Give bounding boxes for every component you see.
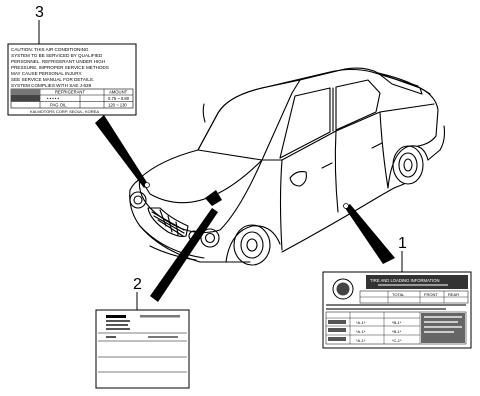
caution-line-2: SYSTEM TO BE SERVICED BY QUALIFIED: [11, 53, 103, 58]
label-1-title: TIRE AND LOADING INFORMATION: [370, 278, 440, 283]
caution-line-3: PERSONNEL. REFRIGERANT UNDER HIGH: [11, 59, 105, 64]
label-3-ac-caution: CAUTION: THIS AIR CONDITIONING SYSTEM TO…: [7, 43, 137, 116]
row-b-value: *A-1*: [356, 329, 366, 334]
pointer-1-dot: [343, 203, 349, 209]
label-3-table: REFRIGERANT AMOUNT 0.75 ~ 0.80 PAG OIL 1…: [10, 88, 134, 109]
caution-line-1: CAUTION: THIS AIR CONDITIONING: [11, 47, 89, 52]
front-wheel: [233, 224, 271, 266]
callout-2: 2: [133, 276, 142, 293]
row-c-value-2: *C-1*: [392, 338, 402, 343]
label-1-tire-loading: TIRE AND LOADING INFORMATION TOTAL FRONT…: [322, 271, 472, 349]
row-a-value-2: *B-1*: [392, 320, 402, 325]
caution-line-5: MAY CAUSE PERSONAL INJURY.: [11, 71, 82, 76]
row-a-value: *A-1*: [356, 320, 366, 325]
rear-wheel: [392, 145, 424, 185]
table-header-refrigerant: REFRIGERANT: [55, 90, 85, 95]
pointer-1: [345, 204, 395, 264]
pointer-2: [150, 208, 218, 302]
pointer-3: [95, 115, 148, 188]
car-sedan: [129, 67, 446, 266]
caution-line-4: PRESSURE. IMPROPER SERVICE METHODS: [11, 65, 109, 70]
right-headlight: [200, 228, 220, 248]
caution-line-6: SEE SERVICE MANUAL FOR DETAILS.: [11, 77, 94, 82]
table-row1-brand: • • • • •: [47, 96, 60, 101]
col-front: FRONT: [424, 292, 438, 297]
table-row2-oil: PAG OIL: [50, 103, 67, 108]
hood: [139, 149, 263, 204]
table-row2-amount: 120 ~ 130: [108, 103, 127, 108]
table-header-amount: AMOUNT: [109, 90, 128, 95]
row-c-value: *A-1*: [356, 338, 366, 343]
side-mirror: [289, 171, 307, 187]
windshield: [197, 79, 301, 161]
rear-side-window: [335, 79, 381, 131]
front-side-window: [279, 87, 331, 159]
col-rear: REAR: [448, 292, 459, 297]
callout-3: 3: [35, 4, 44, 21]
left-headlight: [129, 191, 147, 209]
label-2-info: [95, 309, 190, 389]
grille: [147, 207, 189, 238]
label-3-footer: KIA MOTORS CORP. SEOUL, KOREA: [30, 109, 99, 114]
col-total: TOTAL: [392, 292, 405, 297]
row-b-value-2: *B-1*: [392, 329, 402, 334]
table-row1-amount: 0.75 ~ 0.80: [108, 96, 130, 101]
pointer-3-dot: [144, 182, 150, 188]
callout-1: 1: [398, 235, 407, 252]
label-2-location-marker: [205, 190, 222, 206]
caution-line-7: SYSTEM COMPLIES WITH SAE J-639: [11, 83, 92, 88]
